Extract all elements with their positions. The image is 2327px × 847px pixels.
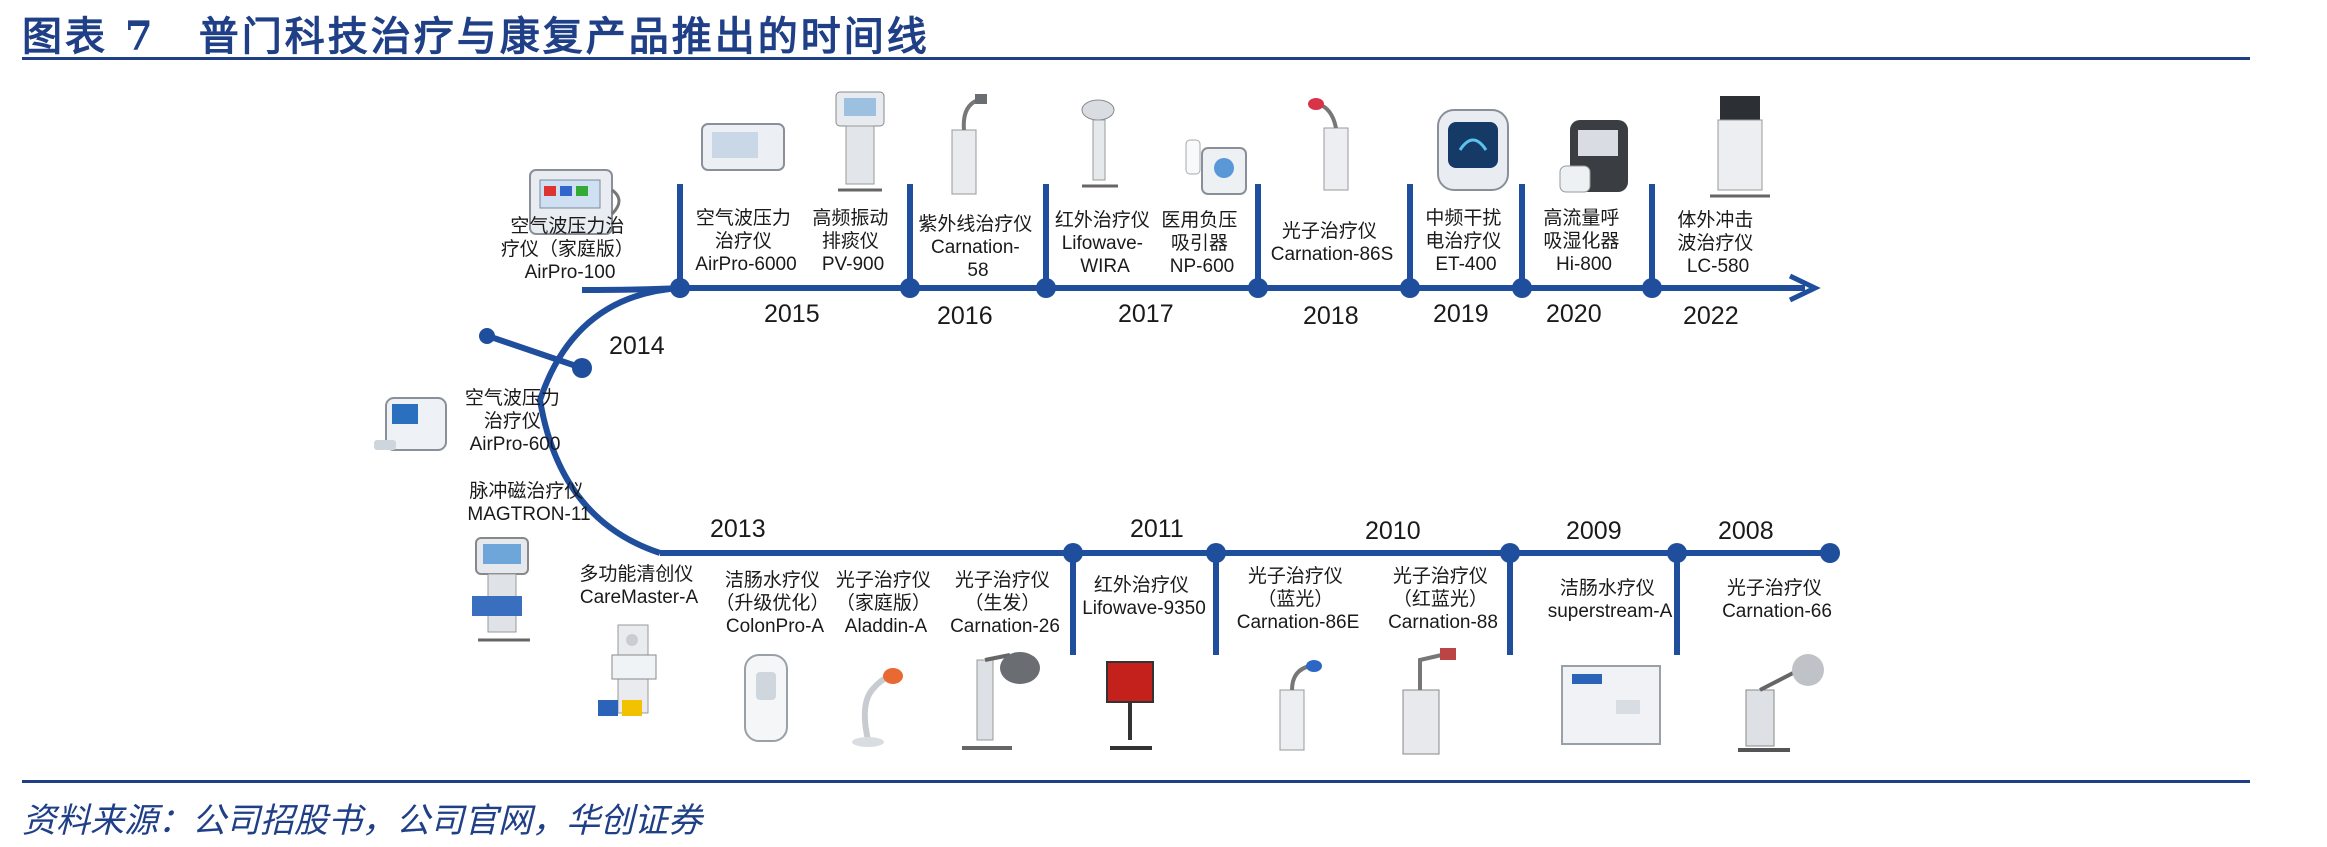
- node-airpro-100: [479, 328, 495, 344]
- label-colonpro-a: 洁肠水疗仪 （升级优化） ColonPro-A: [715, 569, 834, 637]
- label-lifowave-9350: 红外治疗仪 Lifowave-9350: [1082, 574, 1206, 619]
- year-label-2010: 2010: [1365, 517, 1421, 545]
- timeline-curve: [536, 285, 681, 556]
- year-label-2016: 2016: [937, 302, 993, 330]
- label-carnation-26: 光子治疗仪 （生发） Carnation-26: [950, 569, 1060, 637]
- carnation-88-image: [1402, 648, 1456, 755]
- aladdin-a-image: [852, 668, 903, 747]
- carnation-86s-image: [1308, 98, 1349, 191]
- year-label-2011: 2011: [1130, 515, 1184, 543]
- hi-800-image: [1559, 120, 1628, 193]
- pv-900-image: [835, 91, 885, 192]
- label-airpro-600: 空气波压力 治疗仪 AirPro-600: [465, 387, 565, 455]
- label-carnation-58: 紫外线治疗仪 Carnation- 58: [918, 213, 1037, 281]
- superstream-a-image: [1561, 665, 1661, 745]
- np-600-image: [1185, 139, 1247, 195]
- label-airpro-100: 空气波压力治 疗仪（家庭版） AirPro-100: [501, 215, 639, 283]
- airpro-600-image: [374, 397, 447, 451]
- year-label-2009: 2009: [1566, 517, 1622, 545]
- year-label-2014: 2014: [609, 332, 665, 360]
- airpro-6000-image: [701, 123, 785, 171]
- carnation-66-image: [1738, 654, 1824, 752]
- year-label-2019: 2019: [1433, 300, 1489, 328]
- label-superstream-a: 洁肠水疗仪 superstream-A: [1548, 577, 1673, 622]
- label-carnation-86e: 光子治疗仪 （蓝光） Carnation-86E: [1237, 565, 1360, 633]
- label-magtron-11: 脉冲磁治疗仪 MAGTRON-11: [467, 480, 590, 525]
- airpro-100-image: [529, 169, 621, 235]
- branch-2014: [484, 332, 583, 371]
- label-carnation-88: 光子治疗仪 （红蓝光） Carnation-88: [1388, 565, 1498, 633]
- timeline-diagram: 2014 2015 2016 2017 2018 2019 2020 2022 …: [374, 91, 1840, 755]
- figure-title: 图表 7 普门科技治疗与康复产品推出的时间线: [22, 13, 930, 60]
- device-images: [374, 91, 1824, 755]
- carnation-86e-image: [1279, 660, 1322, 751]
- label-carnation-86s: 光子治疗仪 Carnation-86S: [1271, 220, 1394, 265]
- year-label-2008: 2008: [1718, 517, 1774, 545]
- carnation-58-image: [951, 94, 987, 195]
- year-label-2020: 2020: [1546, 300, 1602, 328]
- timeline-axis-upper: [581, 285, 1805, 293]
- label-lc-580: 体外冲击 波治疗仪 LC-580: [1677, 209, 1758, 277]
- label-lifowave-wira: 红外治疗仪 Lifowave- WIRA: [1055, 209, 1155, 277]
- label-hi-800: 高流量呼 吸湿化器 Hi-800: [1543, 207, 1624, 275]
- timeline-arrow-head: [1788, 273, 1821, 303]
- colonpro-a-image: [744, 654, 788, 742]
- et-400-image: [1437, 109, 1509, 191]
- lc-580-image: [1710, 96, 1770, 198]
- year-label-2013: 2013: [710, 515, 766, 543]
- caremaster-a-image: [598, 624, 657, 716]
- label-et-400: 中频干扰 电治疗仪 ET-400: [1425, 207, 1506, 275]
- lifowave-wira-image: [1081, 99, 1118, 188]
- label-pv-900: 高频振动 排痰仪 PV-900: [812, 207, 893, 275]
- footer-rule: [22, 780, 2250, 783]
- node-end: [1820, 543, 1840, 563]
- source-note: 资料来源：公司招股书，公司官网，华创证券: [22, 801, 702, 841]
- year-label-2018: 2018: [1303, 302, 1359, 330]
- label-np-600: 医用负压 吸引器 NP-600: [1161, 209, 1242, 277]
- node-2014: [572, 358, 592, 378]
- year-label-2017: 2017: [1118, 300, 1174, 328]
- label-airpro-6000: 空气波压力 治疗仪 AirPro-6000: [695, 207, 796, 275]
- label-caremaster-a: 多功能清创仪 CareMaster-A: [579, 563, 698, 608]
- magtron-11-image: [472, 537, 530, 642]
- title-rule: [22, 57, 2250, 60]
- lifowave-9350-image: [1106, 661, 1154, 750]
- year-label-2022: 2022: [1683, 302, 1739, 330]
- carnation-26-image: [962, 652, 1040, 750]
- label-aladdin-a: 光子治疗仪 （家庭版） Aladdin-A: [836, 569, 936, 637]
- year-label-2015: 2015: [764, 300, 820, 328]
- label-carnation-66: 光子治疗仪 Carnation-66: [1722, 577, 1832, 622]
